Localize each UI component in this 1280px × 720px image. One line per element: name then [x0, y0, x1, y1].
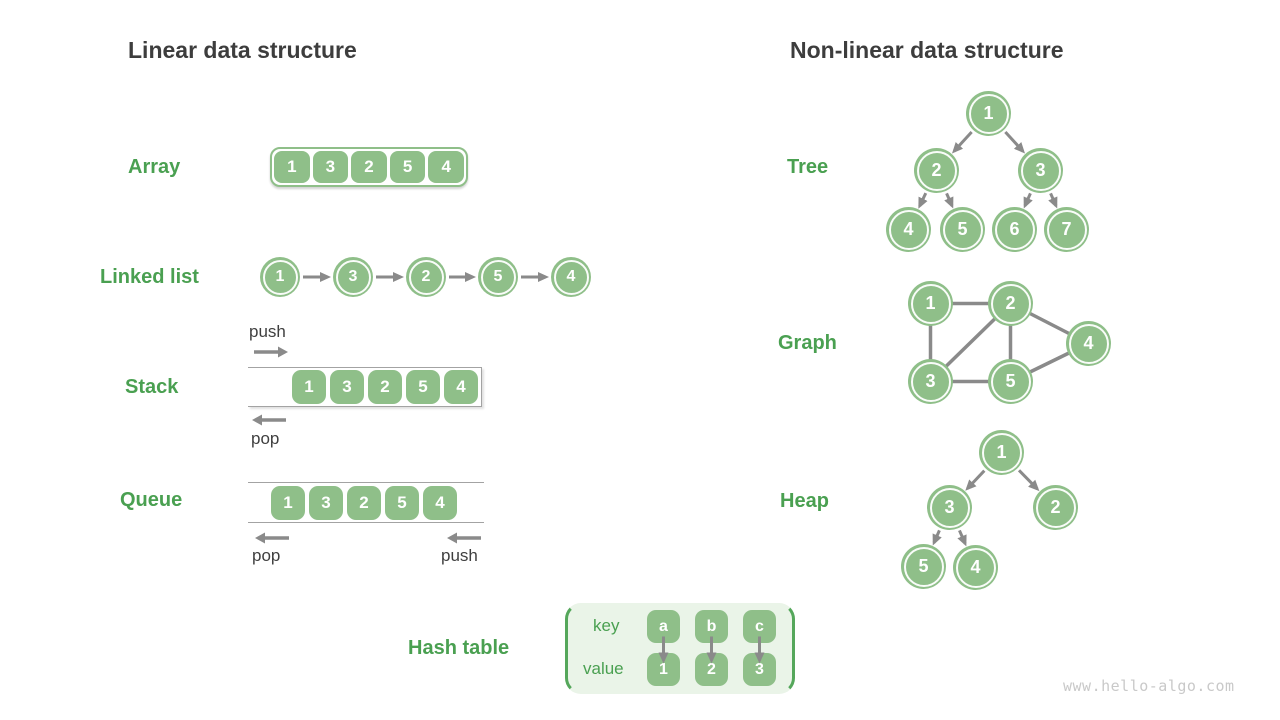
linked-list-node: 5 — [478, 257, 518, 297]
push-arrow-icon — [252, 346, 290, 358]
stack-container: 1 3 2 5 4 — [248, 367, 482, 407]
stack-push-label: push — [249, 322, 286, 341]
tree-node: 6 — [992, 207, 1037, 252]
stack-label: Stack — [125, 376, 179, 398]
tree-node: 4 — [886, 207, 931, 252]
heap-diagram: 1 3 2 5 4 — [895, 425, 1085, 595]
heap-node: 5 — [901, 544, 946, 589]
hash-key-header: key — [593, 616, 620, 635]
stack-cell: 1 — [292, 370, 326, 404]
array-cell: 1 — [274, 151, 310, 183]
graph-node: 1 — [908, 281, 953, 326]
hash-table-label: Hash table — [408, 637, 510, 659]
queue-pop-label: pop — [252, 546, 281, 565]
queue-cell: 1 — [271, 485, 305, 520]
heap-node: 1 — [979, 430, 1024, 475]
tree-label: Tree — [787, 156, 829, 178]
push-arrow-icon — [445, 532, 483, 544]
stack-cell: 2 — [368, 370, 402, 404]
array-cell: 4 — [428, 151, 464, 183]
linked-list-node: 2 — [406, 257, 446, 297]
array-container: 1 3 2 5 4 — [270, 147, 468, 187]
stack-pop-label: pop — [251, 429, 280, 448]
graph-diagram: 1 2 4 3 5 — [900, 275, 1115, 407]
tree-node: 3 — [1018, 148, 1063, 193]
linked-list-node: 1 — [260, 257, 300, 297]
hash-table-connectors — [658, 636, 765, 664]
graph-label: Graph — [778, 332, 837, 354]
watermark: www.hello-algo.com — [1063, 677, 1235, 695]
heap-node: 3 — [927, 485, 972, 530]
linked-list-diagram: 1 3 2 5 4 — [255, 250, 600, 304]
stack-cell: 5 — [406, 370, 440, 404]
queue-cell: 3 — [309, 485, 343, 520]
stack-cell: 4 — [444, 370, 478, 404]
heap-node: 2 — [1033, 485, 1078, 530]
tree-node: 5 — [940, 207, 985, 252]
queue-cell: 2 — [347, 485, 381, 520]
graph-connectors — [928, 301, 1072, 384]
linked-list-node: 4 — [551, 257, 591, 297]
stack-cell: 3 — [330, 370, 364, 404]
linear-title: Linear data structure — [128, 37, 357, 63]
heap-connectors — [932, 469, 1040, 547]
graph-node: 5 — [988, 359, 1033, 404]
array-label: Array — [128, 156, 181, 178]
nonlinear-title: Non-linear data structure — [790, 37, 1064, 63]
tree-node: 1 — [966, 91, 1011, 136]
pop-arrow-icon — [253, 532, 291, 544]
array-cell: 2 — [351, 151, 387, 183]
queue-container: 1 3 2 5 4 — [248, 482, 484, 523]
heap-label: Heap — [780, 490, 829, 512]
heap-node: 4 — [953, 545, 998, 590]
tree-node: 7 — [1044, 207, 1089, 252]
graph-node: 2 — [988, 281, 1033, 326]
graph-node: 3 — [908, 359, 953, 404]
queue-cell: 4 — [423, 485, 457, 520]
graph-node: 4 — [1066, 321, 1111, 366]
linked-list-label: Linked list — [100, 266, 199, 288]
tree-diagram: 1 2 3 4 5 6 7 — [860, 85, 1120, 255]
hash-table-container: key value a b c 1 2 3 — [565, 603, 795, 694]
queue-label: Queue — [120, 489, 183, 511]
hash-value-header: value — [583, 659, 624, 678]
queue-cell: 5 — [385, 485, 419, 520]
linked-list-connectors — [303, 272, 549, 282]
tree-node: 2 — [914, 148, 959, 193]
linked-list-node: 3 — [333, 257, 373, 297]
array-cell: 3 — [312, 151, 349, 183]
pop-arrow-icon — [250, 414, 288, 426]
array-cell: 5 — [389, 151, 426, 183]
tree-connectors — [918, 130, 1058, 209]
queue-push-label: push — [441, 546, 478, 565]
